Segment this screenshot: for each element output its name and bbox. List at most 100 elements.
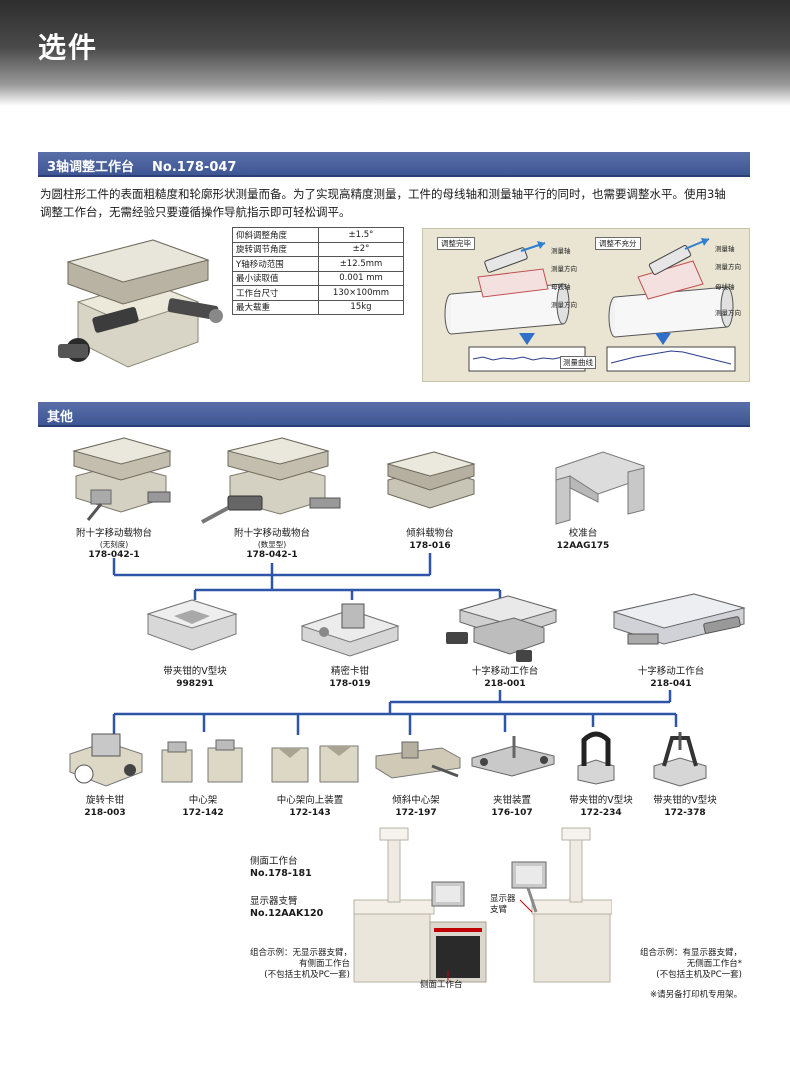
diagram-label: 母线轴 — [551, 283, 571, 291]
section-code: No.178-047 — [152, 160, 237, 175]
diagram-right-title: 调整不充分 — [595, 237, 641, 250]
product-code: 172-234 — [580, 808, 622, 818]
clamp-unit-image — [471, 736, 555, 777]
v-block-with-clamp-image — [146, 599, 238, 651]
section-title: 其他 — [47, 410, 74, 425]
product-caption: 中心架 172-142 — [168, 795, 238, 819]
product-name: 中心架向上装置 — [276, 795, 344, 806]
side-table-name: 侧面工作台 — [250, 856, 298, 867]
side-table-code: No.178-181 — [250, 868, 312, 879]
product-name: 十字移动工作台 — [471, 666, 539, 677]
product-caption: 校准台 12AAG175 — [538, 528, 628, 552]
monitor-label-line: 显示器 — [490, 894, 516, 904]
product-caption: 夹钳装置 176-107 — [472, 795, 552, 819]
example-line: 有侧面工作台 — [298, 959, 350, 969]
spec-label: 仰斜调整角度 — [232, 227, 319, 243]
product-caption: 附十字移动载物台 (无刻度) 178-042-1 — [64, 528, 164, 561]
product-caption: 附十字移动载物台 (数显型) 178-042-1 — [222, 528, 322, 561]
product-code: 178-019 — [329, 679, 371, 689]
section-bar-others: 其他 — [38, 402, 750, 427]
diagram-label: 测量轴 — [715, 245, 735, 253]
tilting-stage-image — [386, 451, 476, 509]
section-title: 3轴调整工作台 — [47, 160, 135, 175]
example-line: 无侧面工作台* — [686, 959, 742, 969]
footnote: ※请另备打印机专用架。 — [650, 990, 743, 1000]
example-right-note: 组合示例：有显示器支臂， 无侧面工作台* (不包括主机及PC一套) — [628, 948, 742, 981]
product-caption: 十字移动工作台 218-041 — [624, 666, 718, 690]
example-line: 组合示例：有显示器支臂， — [639, 948, 742, 958]
product-code: 172-197 — [395, 808, 437, 818]
example-line: (不包括主机及PC一套) — [656, 970, 742, 980]
xy-stage-digital-image — [201, 437, 341, 524]
xy-stage-manual-image — [72, 437, 172, 521]
example-line: (不包括主机及PC一套) — [264, 970, 350, 980]
monitor-label: 显示器 支臂 — [490, 894, 516, 916]
spec-row: 旋转调节角度±2° — [232, 241, 404, 257]
example-line: 组合示例：无显示器支臂， — [250, 948, 353, 958]
spec-value: ±1.5° — [318, 227, 404, 243]
product-name: 旋转卡钳 — [85, 795, 124, 806]
diagram-drawing — [444, 238, 736, 372]
product-code: 218-003 — [84, 808, 126, 818]
precision-vise-image — [300, 603, 400, 657]
center-support-image — [161, 739, 243, 783]
tilting-center-support-image — [375, 741, 461, 779]
diagram-label: 测量方向 — [551, 265, 577, 273]
product-code: 218-041 — [650, 679, 692, 689]
monitor-label-line: 支臂 — [490, 905, 508, 915]
v-block-clamp-172-378-image — [653, 732, 707, 787]
product-code: 218-001 — [484, 679, 526, 689]
xy-table-218-041-image — [612, 593, 746, 645]
product-name: 带夹钳的V型块 — [653, 795, 717, 806]
product-code: 172-378 — [664, 808, 706, 818]
section-bar-3axis: 3轴调整工作台 No.178-047 — [38, 152, 750, 177]
product-caption: 中心架向上装置 172-143 — [262, 795, 358, 819]
monitor-arm-name: 显示器支臂 — [250, 896, 298, 907]
product-sub: (数显型) — [257, 540, 287, 549]
spec-row: Y轴移动范围±12.5mm — [232, 256, 404, 272]
product-code: 12AAG175 — [556, 541, 610, 551]
three-axis-stage-image — [58, 239, 223, 368]
product-caption: 带夹钳的V型块 172-234 — [558, 795, 644, 819]
product-name: 夹钳装置 — [492, 795, 531, 806]
xy-table-218-001-image — [446, 595, 558, 662]
description-line-2: 调整工作台，无需经验只要遵循操作导航指示即可轻松调平。 — [40, 205, 351, 219]
product-name: 附十字移动载物台 — [233, 528, 310, 539]
monitor-arm-code: No.12AAK120 — [250, 908, 324, 919]
product-code: 998291 — [176, 679, 214, 689]
diagram-label: 测量方向 — [715, 309, 741, 317]
product-name: 中心架 — [188, 795, 218, 806]
page-title: 选件 — [38, 31, 99, 64]
product-code: 176-107 — [491, 808, 533, 818]
side-table-note: 侧面工作台 No.178-181 — [250, 856, 312, 880]
page-header: 选件 — [0, 0, 790, 106]
product-name: 带夹钳的V型块 — [569, 795, 633, 806]
product-caption: 倾斜载物台 178-016 — [384, 528, 476, 552]
product-sub: (无刻度) — [99, 540, 129, 549]
side-table-label: 侧面工作台 — [420, 980, 463, 990]
center-support-riser-image — [271, 745, 359, 783]
diagram-label: 测量方向 — [715, 263, 741, 271]
diagram-label: 测量轴 — [551, 247, 571, 255]
product-caption: 旋转卡钳 218-003 — [70, 795, 140, 819]
system-with-monitor-arm-image — [511, 827, 612, 983]
diagram-left-title: 调整完毕 — [437, 237, 475, 250]
system-with-side-table-image — [353, 827, 487, 983]
spec-value: 15kg — [318, 299, 404, 315]
product-name: 校准台 — [568, 528, 598, 539]
v-block-clamp-172-234-image — [577, 731, 615, 785]
product-code: 172-143 — [289, 808, 331, 818]
example-left-note: 组合示例：无显示器支臂， 有侧面工作台 (不包括主机及PC一套) — [250, 948, 353, 981]
product-name: 倾斜中心架 — [392, 795, 440, 806]
calibration-stand-image — [555, 451, 645, 525]
product-code: 178-042-1 — [88, 550, 140, 560]
product-name: 附十字移动载物台 — [75, 528, 152, 539]
product-caption: 精密卡钳 178-019 — [310, 666, 390, 690]
product-code: 178-042-1 — [246, 550, 298, 560]
diagram-label: 母线轴 — [715, 283, 735, 291]
product-caption: 带夹钳的V型块 998291 — [150, 666, 240, 690]
diagram-center-label: 测量曲线 — [560, 356, 596, 369]
product-code: 178-016 — [409, 541, 451, 551]
